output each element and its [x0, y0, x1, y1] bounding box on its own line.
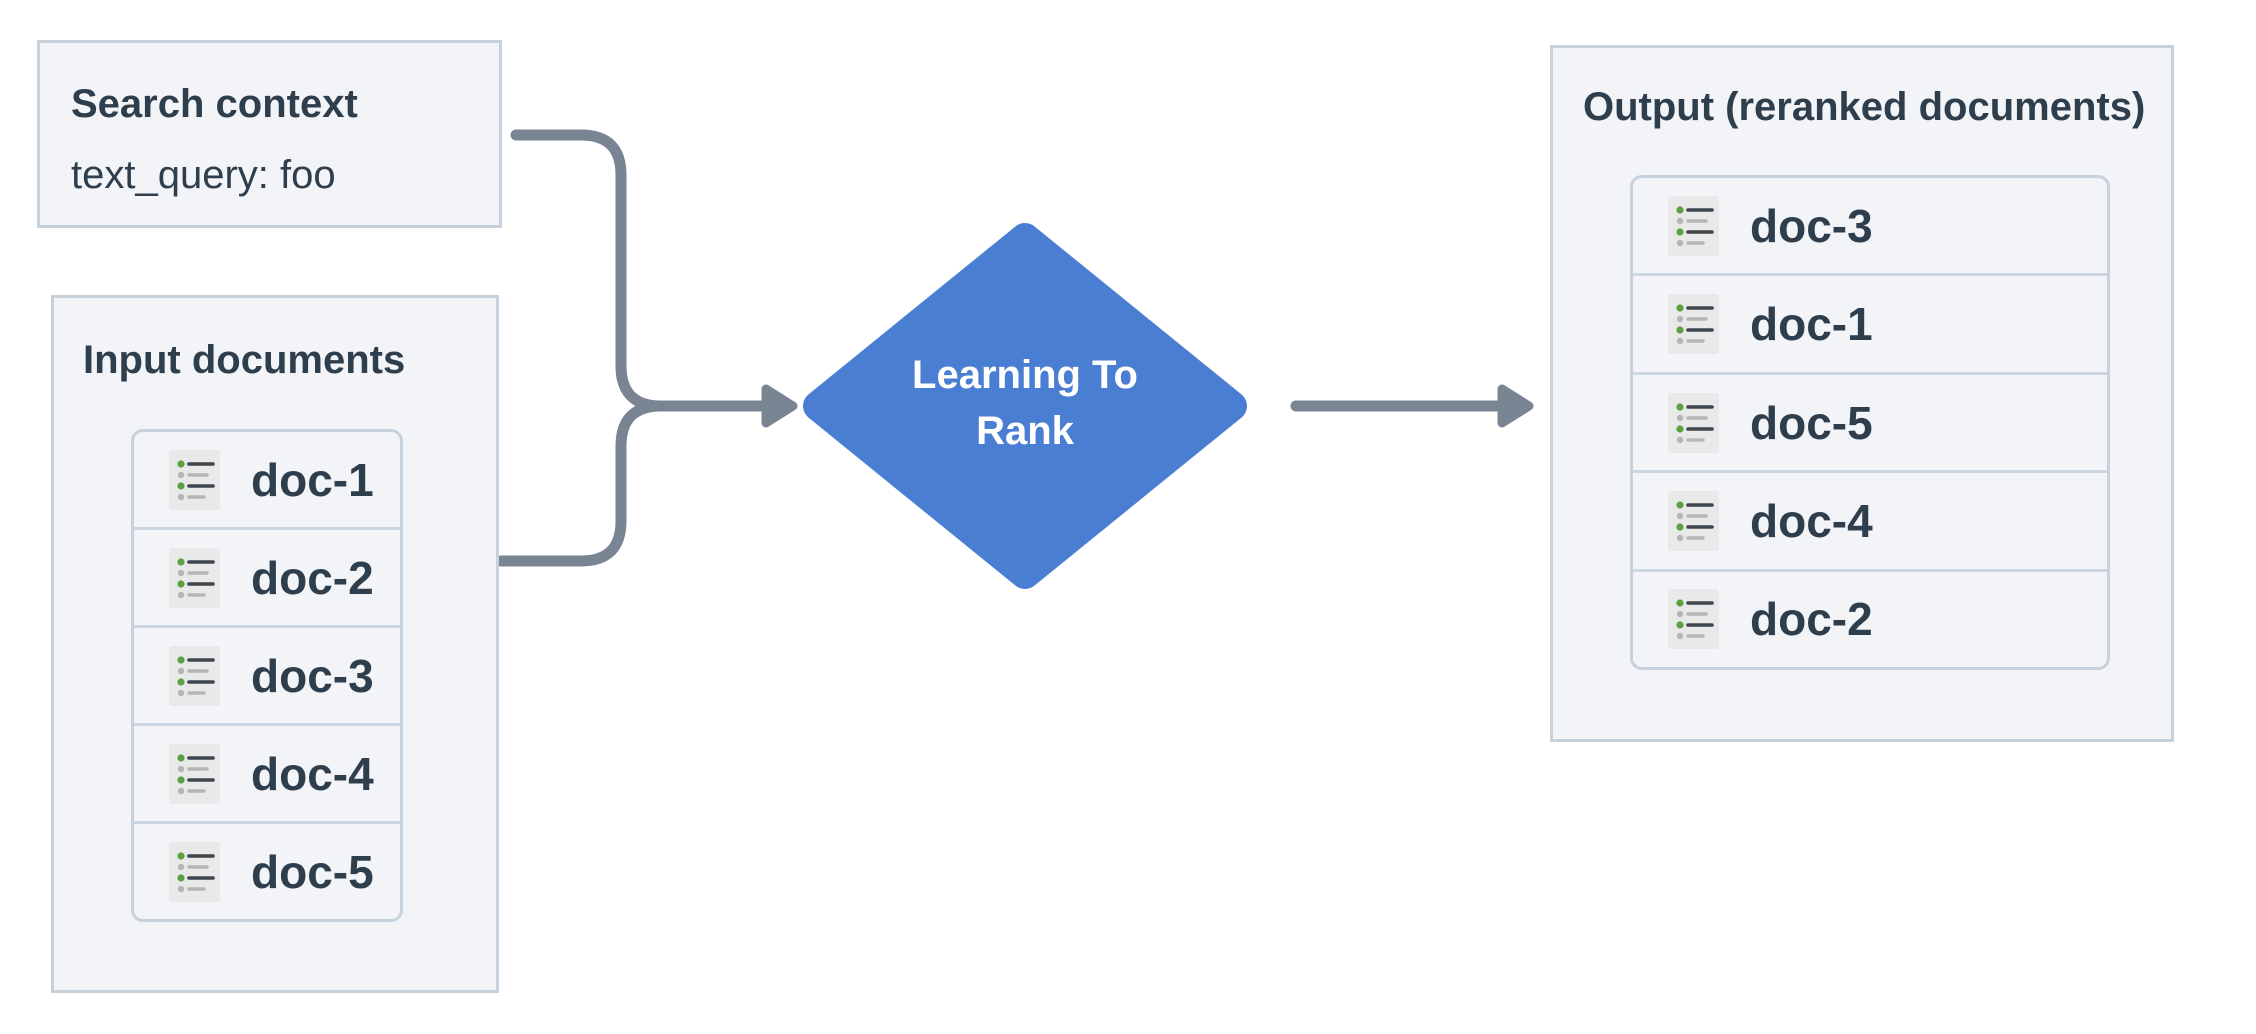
doc-label: doc-3 [251, 649, 374, 702]
connector-search-context [510, 129, 667, 412]
ranker-label-line1: Learning To [912, 353, 1138, 397]
doc-label: doc-5 [251, 845, 374, 898]
doc-list-icon [1668, 490, 1719, 551]
input-documents-list: doc-1 doc-2 doc-3 doc-4 doc-5 [131, 429, 403, 922]
list-item: doc-4 [1633, 470, 2107, 568]
list-item: doc-2 [1633, 568, 2107, 667]
doc-list-icon [1668, 294, 1719, 355]
doc-label: doc-1 [1750, 298, 1873, 351]
arrowhead-into-ranker [761, 384, 798, 428]
doc-list-icon [169, 743, 220, 804]
doc-label: doc-5 [1750, 396, 1873, 449]
doc-list-icon [169, 841, 220, 902]
doc-label: doc-4 [1750, 494, 1873, 547]
doc-list-icon [169, 645, 220, 706]
ranker-label: Learning To Rank [825, 347, 1225, 459]
search-context-title: Search context [71, 82, 358, 126]
doc-label: doc-3 [1750, 199, 1873, 252]
input-documents-panel: Input documents doc-1 doc-2 doc-3 doc-4 … [51, 295, 499, 993]
doc-label: doc-1 [251, 453, 374, 506]
ranker-label-line2: Rank [976, 409, 1074, 453]
arrowhead-into-output [1497, 384, 1534, 428]
input-documents-title: Input documents [83, 338, 406, 382]
doc-list-icon [1668, 392, 1719, 453]
doc-label: doc-2 [251, 551, 374, 604]
output-documents-list: doc-3 doc-1 doc-5 doc-4 doc-2 [1630, 175, 2110, 670]
doc-label: doc-4 [251, 747, 374, 800]
list-item: doc-4 [134, 723, 400, 821]
doc-list-icon [1668, 195, 1719, 256]
list-item: doc-1 [134, 432, 400, 527]
list-item: doc-1 [1633, 273, 2107, 371]
ranker-diamond [803, 223, 1247, 589]
doc-list-icon [169, 547, 220, 608]
search-context-query: text_query: foo [71, 153, 336, 197]
list-item: doc-3 [1633, 178, 2107, 273]
list-item: doc-5 [134, 821, 400, 919]
list-item: doc-5 [1633, 371, 2107, 470]
list-item: doc-3 [134, 625, 400, 723]
doc-list-icon [1668, 589, 1719, 650]
output-documents-panel: Output (reranked documents) doc-3 doc-1 … [1550, 45, 2174, 742]
search-context-panel: Search context text_query: foo [37, 40, 502, 228]
list-item: doc-2 [134, 527, 400, 625]
connector-input-documents [495, 400, 667, 567]
doc-label: doc-2 [1750, 593, 1873, 646]
doc-list-icon [169, 449, 220, 510]
output-documents-title: Output (reranked documents) [1583, 85, 2146, 129]
